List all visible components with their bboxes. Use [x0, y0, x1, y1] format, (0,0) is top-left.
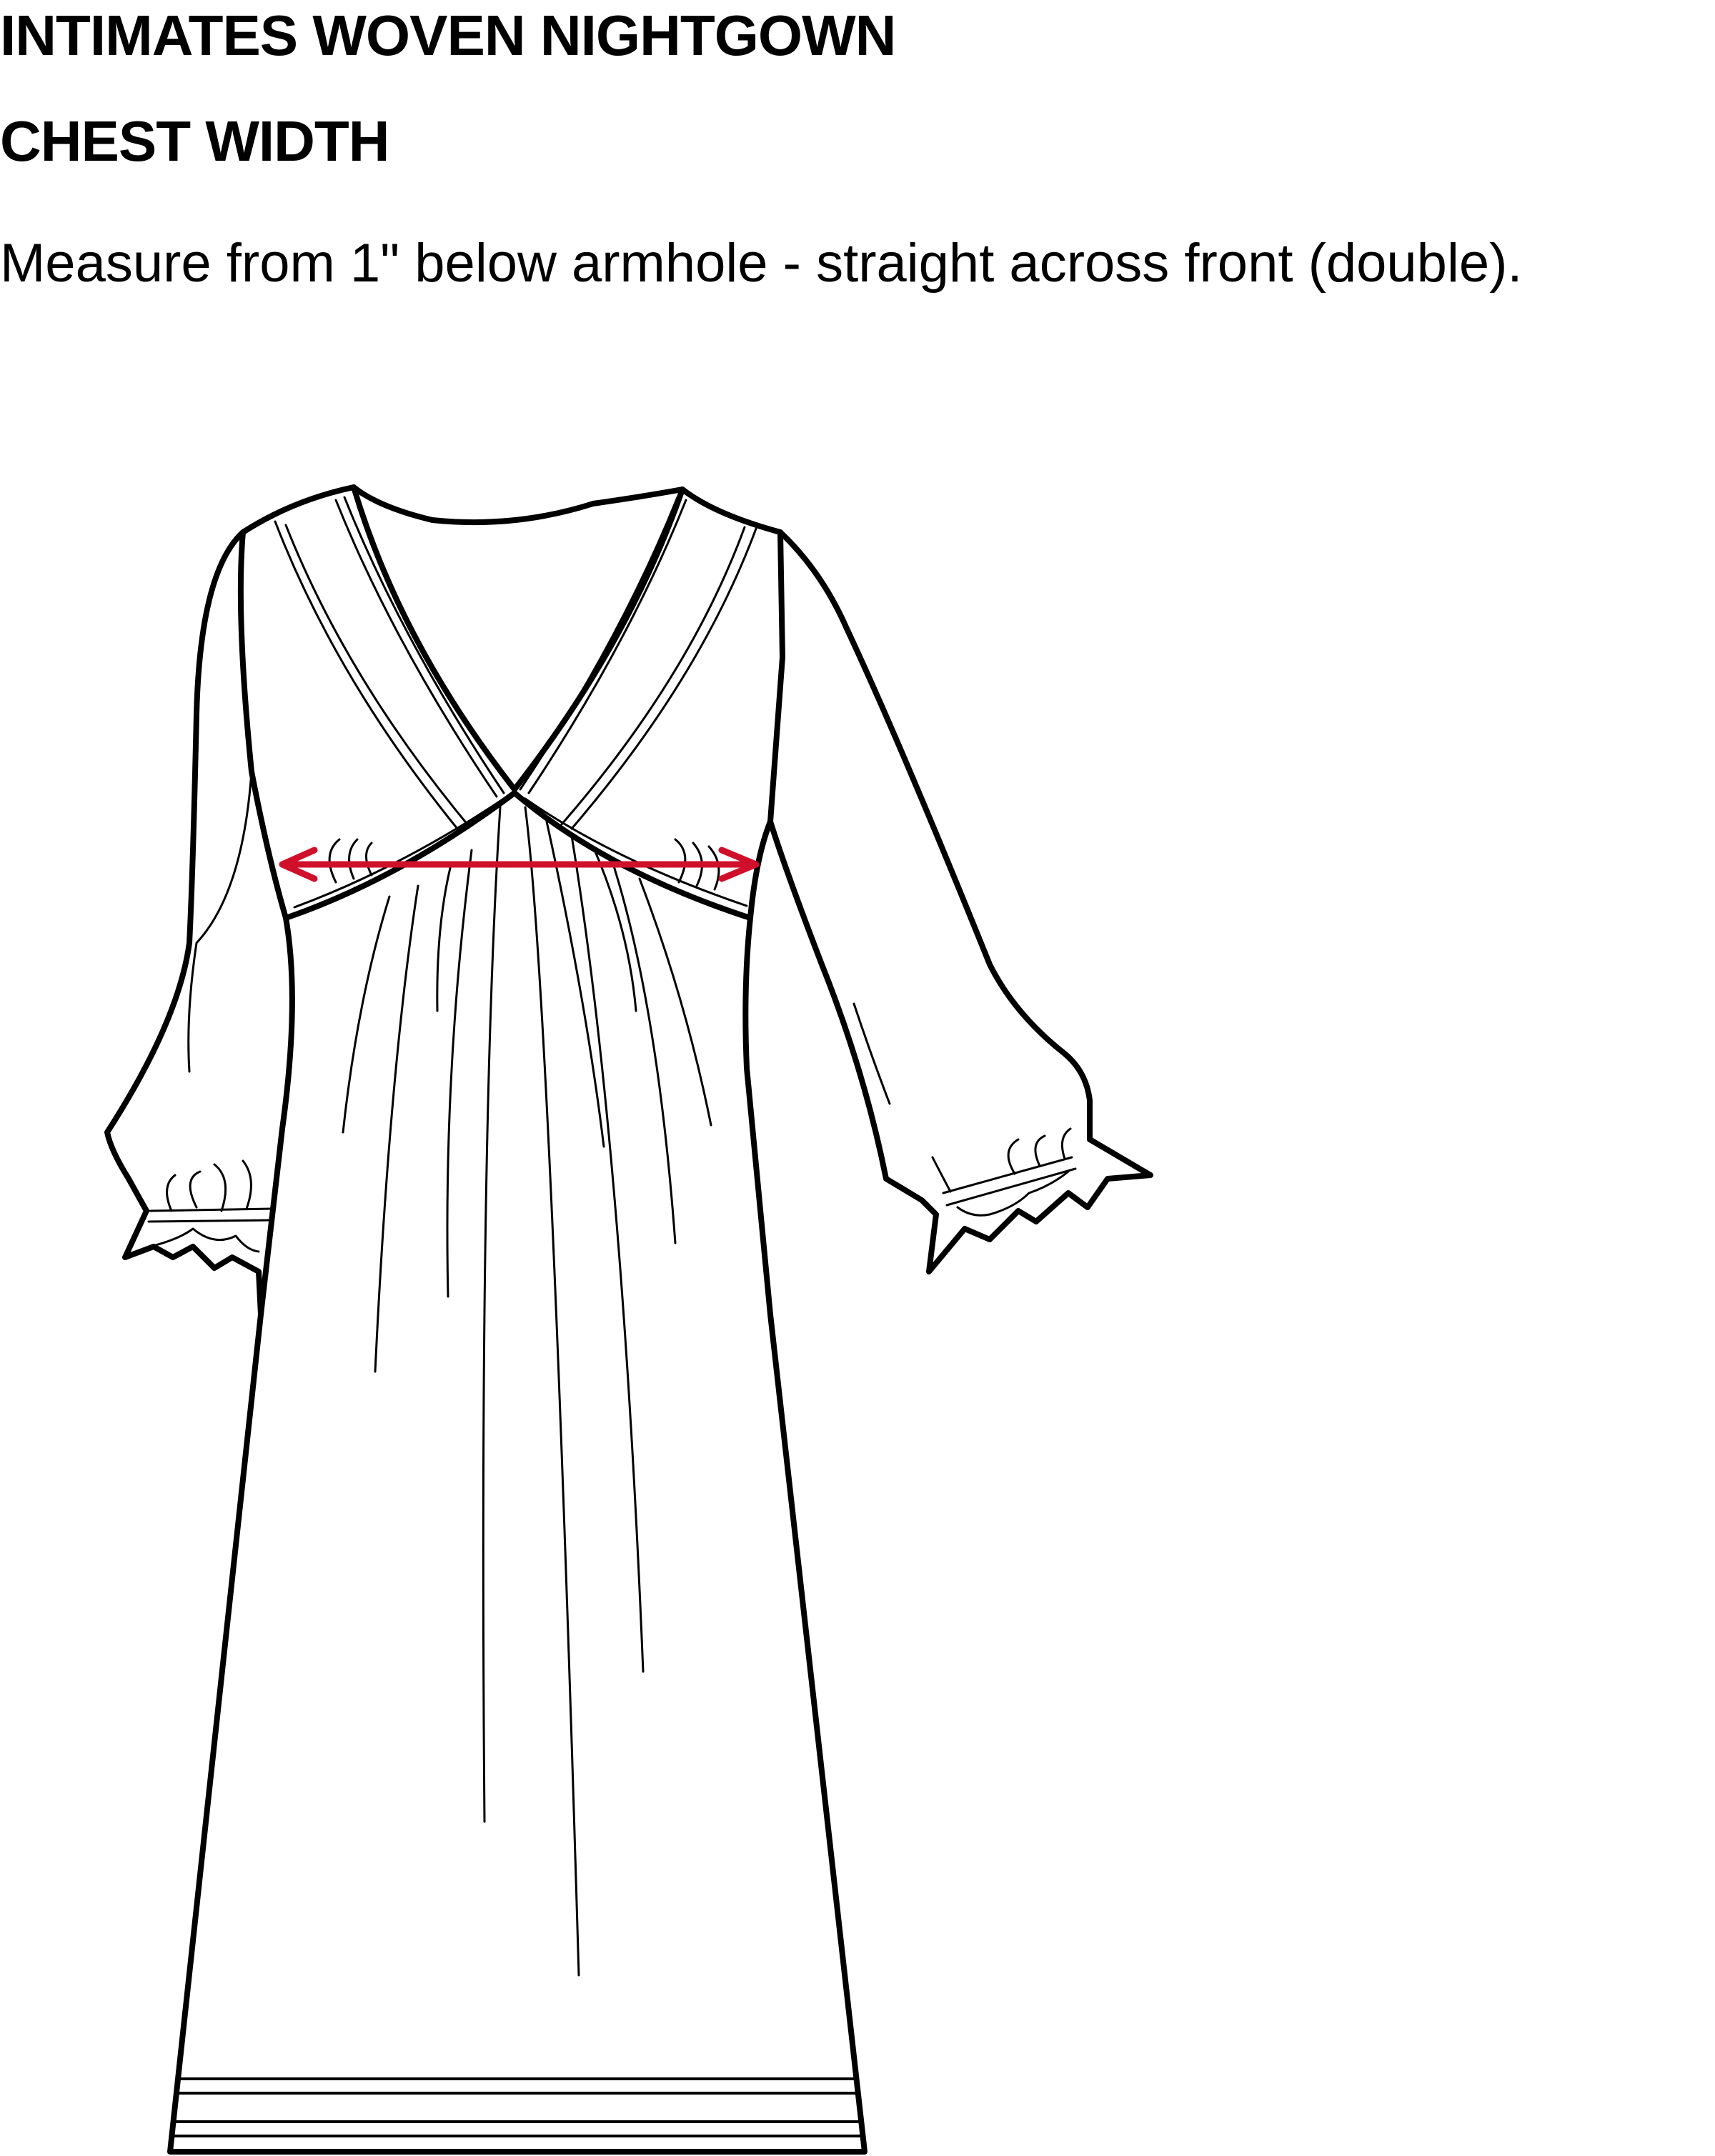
chest-width-measurement [279, 847, 760, 882]
right-cuff-band-top [942, 1156, 1073, 1194]
garment-body [167, 484, 868, 2155]
skirt-fold-10 [610, 856, 677, 1244]
right-cuff-gather-1 [931, 1156, 952, 1193]
neckband-right-line-4 [519, 496, 679, 791]
left-cuff-gather-2 [189, 1170, 202, 1209]
left-cuff-gather-1 [166, 1174, 177, 1212]
skirt-fold-1 [342, 895, 391, 1134]
bust-gather-left-2 [348, 838, 359, 880]
body-outline [167, 484, 868, 2155]
skirt-fold-5 [482, 806, 502, 1823]
left-cuff-gather-4 [242, 1159, 252, 1210]
left-cuff-band-top [149, 1207, 273, 1212]
neckband-left-line-2 [284, 524, 469, 827]
right-cuff-gather-2 [1007, 1138, 1020, 1175]
right-sleeve-outline [767, 529, 1153, 1274]
bust-gather-left-1 [328, 838, 341, 884]
neckband-right-line-2 [560, 526, 746, 827]
right-cuff-gather-3 [1034, 1134, 1046, 1167]
empire-seam-right-inner [524, 797, 748, 907]
left-sleeve-outline [104, 529, 264, 1317]
empire-seam-left [283, 790, 517, 921]
right-cuff-gather-4 [1060, 1127, 1072, 1160]
right-sleeve-inner-fold [852, 1002, 891, 1105]
measurement-instructions: Measure from 1" below armhole - straight… [0, 233, 1523, 294]
garment-title: INTIMATES WOVEN NIGHTGOWN [0, 4, 896, 67]
skirt-fold-7 [545, 820, 605, 1148]
skirt-fold-8 [570, 834, 645, 1673]
right-cuff-band-bottom [945, 1167, 1077, 1207]
bust-gather-right-3 [707, 845, 720, 891]
bust-gather-left-3 [365, 842, 373, 877]
skirt-fold-2 [374, 884, 419, 1373]
left-sleeve [104, 529, 273, 1317]
left-ruffle-inner [149, 1227, 260, 1253]
chest-arrow-left-icon [279, 847, 318, 882]
left-cuff-gather-3 [213, 1163, 227, 1212]
left-cuff-band-bottom [147, 1219, 273, 1223]
skirt-fold-3 [436, 867, 452, 1012]
neckband-left-line-4 [343, 496, 505, 794]
neckband-left-line-1 [274, 520, 459, 830]
neckline-front [351, 484, 685, 792]
neckband-right-line-1 [570, 527, 757, 830]
empire-seam-left-inner [293, 797, 505, 909]
skirt-fold-4 [446, 849, 473, 1298]
right-sleeve [767, 529, 1153, 1274]
right-ruffle-inner [956, 1170, 1070, 1217]
skirt-fold-6 [524, 806, 580, 1977]
bust-gather-right-1 [674, 838, 687, 884]
skirt-fold-11 [638, 877, 712, 1127]
measurement-name: CHEST WIDTH [0, 109, 390, 173]
neckband-right-line-3 [527, 499, 687, 794]
neckband-left-line-3 [334, 499, 498, 798]
chest-arrow-right-icon [718, 847, 760, 882]
left-sleeve-underarm [187, 770, 253, 1073]
